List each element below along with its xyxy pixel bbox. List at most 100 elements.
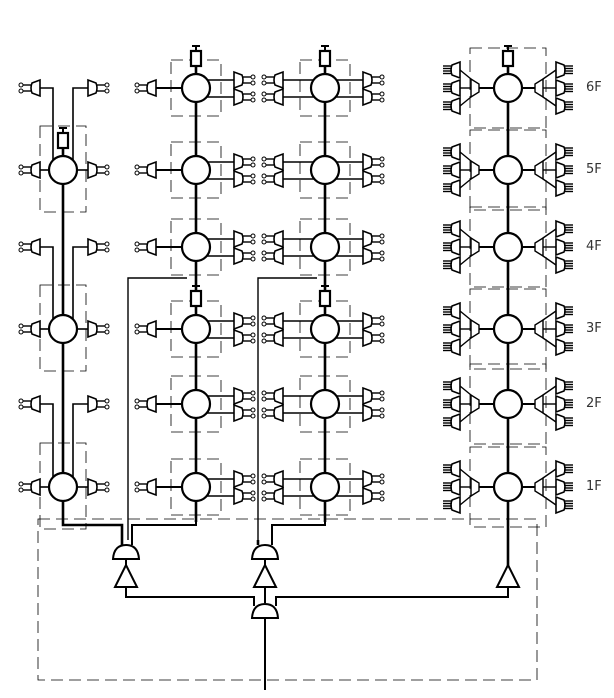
tv-outlet-icon: [450, 477, 461, 497]
tv-outlet-icon: [146, 160, 157, 180]
splitter-circle-icon: [309, 154, 341, 186]
splitter-circle-icon: [180, 388, 212, 420]
cable-line: [459, 310, 472, 321]
floor-label-4f: 4F: [586, 239, 602, 254]
splitter-circle-icon: [180, 313, 212, 345]
tv-outlet-icon: [233, 486, 244, 506]
cable-line: [283, 320, 318, 322]
tv-outlet-icon: [450, 495, 461, 515]
cable-line: [542, 468, 557, 479]
splitter-circle-icon: [47, 471, 79, 503]
tv-outlet-icon: [555, 178, 566, 198]
outlet-terminal-icon: [18, 241, 24, 247]
outlet-terminal-icon: [261, 91, 267, 97]
tv-outlet-icon: [87, 78, 98, 98]
tv-outlet-icon: [555, 301, 566, 321]
outlet-terminal-icon: [379, 233, 385, 239]
tap-off-icon: [534, 393, 544, 415]
tv-outlet-icon: [450, 319, 461, 339]
outlet-terminal-icon: [261, 173, 267, 179]
tv-outlet-icon: [233, 169, 244, 189]
outlet-terminal-icon: [261, 390, 267, 396]
outlet-terminal-icon: [250, 91, 256, 97]
outlet-terminal-icon: [104, 170, 110, 176]
tv-outlet-icon: [87, 160, 98, 180]
outlet-terminal-icon: [250, 396, 256, 402]
tv-outlet-icon: [273, 87, 284, 107]
tv-outlet-icon: [273, 469, 284, 489]
tv-outlet-icon: [555, 96, 566, 116]
tv-outlet-icon: [362, 87, 373, 107]
outlet-terminal-icon: [134, 329, 140, 335]
valve-icon: [189, 289, 203, 308]
dashed-enclosure: [299, 458, 351, 516]
tv-outlet-icon: [362, 311, 373, 331]
tv-outlet-icon: [450, 459, 461, 479]
tap-off-icon: [534, 236, 544, 258]
splitter-circle-icon: [309, 72, 341, 104]
outlet-terminal-icon: [134, 82, 140, 88]
outlet-terminal-icon: [261, 315, 267, 321]
splitter-circle-icon: [492, 388, 524, 420]
tv-outlet-icon: [273, 169, 284, 189]
cable-line: [542, 228, 557, 239]
tap-off-icon: [534, 77, 544, 99]
amplifier-icon: [113, 562, 139, 588]
splitter-circle-icon: [180, 231, 212, 263]
outlet-terminal-icon: [250, 321, 256, 327]
tv-outlet-icon: [450, 60, 461, 80]
outlet-terminal-icon: [250, 479, 256, 485]
tv-outlet-icon: [233, 246, 244, 266]
outlet-terminal-icon: [261, 407, 267, 413]
tv-outlet-icon: [450, 219, 461, 239]
tv-outlet-icon: [450, 412, 461, 432]
outlet-terminal-icon: [379, 490, 385, 496]
outlet-terminal-icon: [250, 162, 256, 168]
outlet-terminal-icon: [134, 164, 140, 170]
outlet-terminal-icon: [261, 74, 267, 80]
outlet-terminal-icon: [250, 338, 256, 344]
outlet-terminal-icon: [261, 179, 267, 185]
tv-outlet-icon: [555, 412, 566, 432]
outlet-terminal-icon: [379, 396, 385, 402]
outlet-terminal-icon: [104, 247, 110, 253]
splitter-circle-icon: [47, 313, 79, 345]
outlet-terminal-icon: [379, 479, 385, 485]
outlet-terminal-icon: [250, 74, 256, 80]
cable-line: [459, 228, 472, 239]
cable-line: [125, 587, 255, 606]
tv-outlet-icon: [273, 386, 284, 406]
cable-line: [542, 69, 557, 80]
tv-outlet-icon: [362, 328, 373, 348]
cable-line: [283, 395, 318, 397]
outlet-terminal-icon: [379, 413, 385, 419]
tap-off-icon: [470, 236, 480, 258]
tv-outlet-icon: [555, 255, 566, 275]
outlet-terminal-icon: [261, 80, 267, 86]
outlet-terminal-icon: [250, 97, 256, 103]
cable-line: [283, 79, 318, 81]
dashed-enclosure: [299, 375, 351, 433]
outlet-terminal-icon: [250, 173, 256, 179]
cable-line: [459, 468, 472, 479]
outlet-terminal-icon: [261, 162, 267, 168]
outlet-terminal-icon: [250, 179, 256, 185]
tv-outlet-icon: [450, 142, 461, 162]
tv-outlet-icon: [30, 160, 41, 180]
outlet-terminal-icon: [104, 241, 110, 247]
outlet-terminal-icon: [250, 156, 256, 162]
outlet-terminal-icon: [379, 407, 385, 413]
cable-line: [459, 96, 472, 107]
tap-off-icon: [470, 159, 480, 181]
tv-outlet-icon: [362, 469, 373, 489]
cable-line: [40, 246, 54, 319]
outlet-terminal-icon: [379, 496, 385, 502]
splitter-circle-icon: [180, 72, 212, 104]
splitter-circle-icon: [180, 471, 212, 503]
valve-icon: [318, 49, 332, 68]
cable-line: [459, 178, 472, 189]
tv-outlet-icon: [146, 319, 157, 339]
tv-outlet-icon: [30, 78, 41, 98]
tv-outlet-icon: [450, 337, 461, 357]
splitter-circle-icon: [492, 471, 524, 503]
